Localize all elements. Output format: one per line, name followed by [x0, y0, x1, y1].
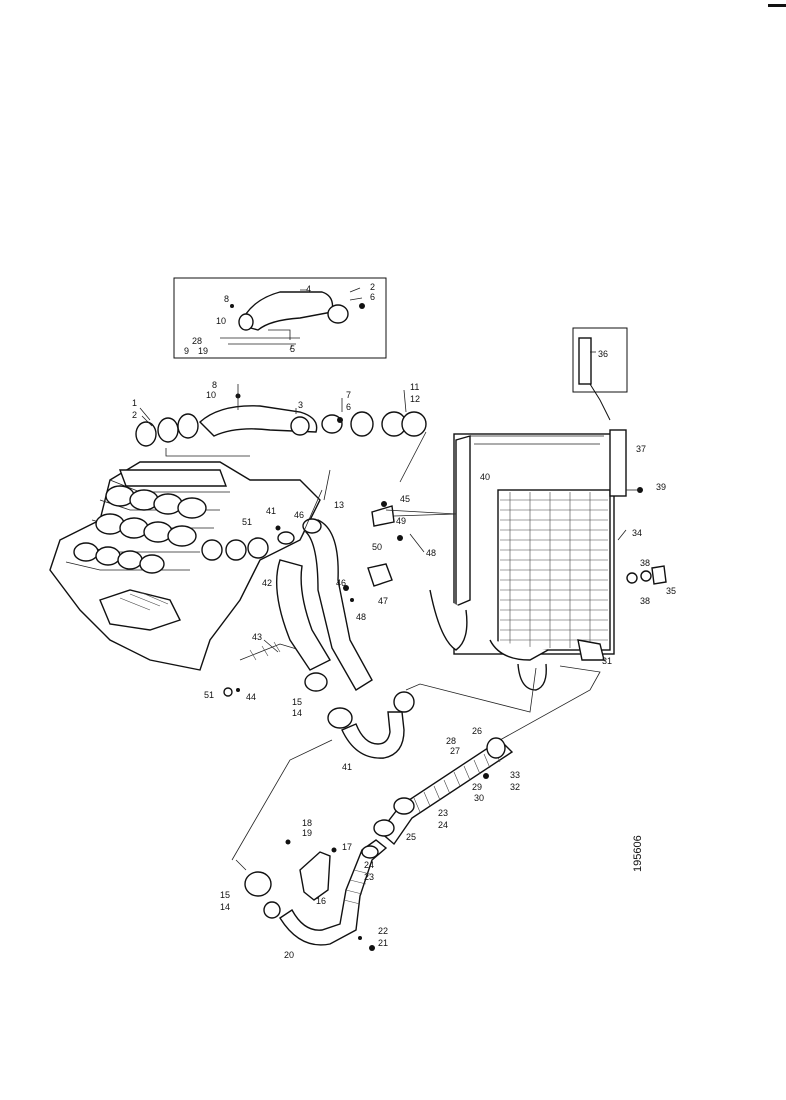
upper-hose-assembly: 1 2 3 8 10 7 6 11 12 [132, 380, 427, 483]
callout-38b: 38 [640, 558, 650, 568]
callout-34: 34 [632, 528, 642, 538]
leader-lines [231, 509, 601, 861]
callout-50: 50 [372, 542, 382, 552]
callout-2: 2 [370, 282, 375, 292]
callout-38: 38 [640, 596, 650, 606]
callout-29: 29 [472, 782, 482, 792]
callout-46: 46 [336, 578, 346, 588]
callout-48b: 48 [356, 612, 366, 622]
callout-14: 14 [292, 708, 302, 718]
callout-11: 11 [410, 382, 419, 392]
central-hose-assembly: 13 41 46 51 42 43 15 14 51 44 41 [204, 469, 415, 772]
callout-41: 41 [266, 506, 276, 516]
callout-44: 44 [246, 692, 256, 702]
callout-47: 47 [378, 596, 388, 606]
callout-12: 12 [410, 394, 420, 404]
clamp-15 [304, 672, 328, 692]
clamp-31 [577, 639, 605, 661]
upper-hose-3 [198, 405, 318, 437]
hose-13 [305, 519, 373, 691]
callout-6: 6 [370, 292, 375, 302]
lower-hose-assembly: 18 19 17 16 15 14 20 22 21 24 23 [220, 818, 388, 960]
inset-clamp [327, 304, 349, 324]
hose-42 [276, 559, 331, 671]
callout-36: 36 [598, 349, 608, 359]
clamp-15b [244, 871, 272, 897]
callout-43: 43 [252, 632, 262, 642]
callout-14b: 14 [220, 902, 230, 912]
engine-block [49, 461, 321, 671]
callout-19: 19 [302, 828, 312, 838]
turbo-housing [99, 589, 181, 631]
callout-5: 5 [290, 344, 295, 354]
callout-23: 23 [438, 808, 448, 818]
callout-2: 2 [132, 410, 137, 420]
callout-21: 21 [378, 938, 388, 948]
bracket-16 [299, 851, 331, 901]
intake-runners [73, 485, 207, 574]
hose-20 [279, 839, 388, 946]
callout-35: 35 [666, 586, 676, 596]
callout-15b: 15 [220, 890, 230, 900]
callout-1: 1 [132, 398, 137, 408]
inset-hose [239, 291, 334, 331]
bracket-detail-box: 36 [572, 327, 628, 421]
callout-23b: 23 [364, 872, 374, 882]
callout-8: 8 [224, 294, 229, 304]
callout-28: 28 [446, 736, 456, 746]
sensor-bracket-parts: 45 49 50 48 46 47 48 [336, 494, 457, 622]
side-tank-37 [609, 429, 627, 497]
intercooler-assembly: 37 39 40 34 35 38 38 31 [429, 429, 676, 691]
callout-3: 3 [298, 400, 303, 410]
callout-18: 18 [302, 818, 312, 828]
callout-48: 48 [426, 548, 436, 558]
callout-4: 4 [306, 284, 311, 294]
bracket-plate [578, 337, 592, 385]
callout-27: 27 [450, 746, 460, 756]
callout-6: 6 [346, 402, 351, 412]
callout-22: 22 [378, 926, 388, 936]
callout-10: 10 [206, 390, 216, 400]
callout-49: 49 [396, 516, 406, 526]
callout-10: 10 [216, 316, 226, 326]
callout-19: 19 [198, 346, 208, 356]
drawing-number: 195606 [632, 835, 644, 872]
callout-42: 42 [262, 578, 272, 588]
callout-24b: 24 [364, 860, 374, 870]
elbow-41 [341, 711, 405, 759]
callout-37: 37 [636, 444, 646, 454]
callout-17: 17 [342, 842, 352, 852]
callout-16: 16 [316, 896, 326, 906]
callout-7: 7 [346, 390, 351, 400]
callout-30: 30 [474, 793, 484, 803]
callout-13: 13 [334, 500, 344, 510]
callout-31: 31 [602, 656, 612, 666]
clamp-ring [135, 421, 157, 447]
callout-20: 20 [284, 950, 294, 960]
callout-8: 8 [212, 380, 217, 390]
callout-40: 40 [480, 472, 490, 482]
callout-45: 45 [400, 494, 410, 504]
callout-41b: 41 [342, 762, 352, 772]
inset-detail-box: 4 2 6 8 10 28 9 19 5 [173, 277, 387, 359]
callout-28: 28 [192, 336, 202, 346]
callout-26: 26 [472, 726, 482, 736]
callout-39: 39 [656, 482, 666, 492]
callout-51: 51 [242, 517, 252, 527]
corrugated-hose-assembly: 28 27 26 33 32 29 30 23 24 25 [373, 726, 520, 846]
callout-32: 32 [510, 782, 520, 792]
corner-registration-mark [768, 4, 786, 7]
callout-25: 25 [406, 832, 416, 842]
callout-24: 24 [438, 820, 448, 830]
callout-46: 46 [294, 510, 304, 520]
callout-51b: 51 [204, 690, 214, 700]
callout-15: 15 [292, 697, 302, 707]
callout-33: 33 [510, 770, 520, 780]
callout-9: 9 [184, 346, 189, 356]
